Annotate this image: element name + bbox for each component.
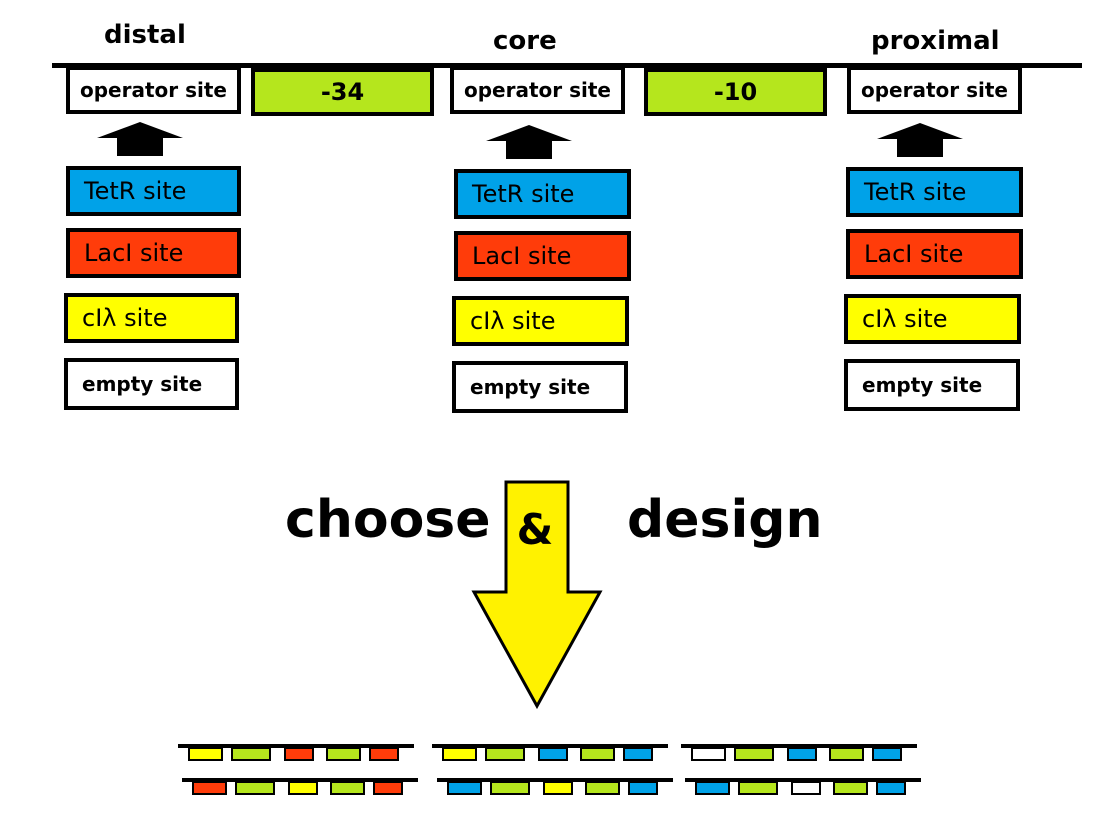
operator-site-proximal: operator site bbox=[847, 66, 1022, 114]
design-strand-line bbox=[681, 744, 917, 748]
design-site-promoter bbox=[485, 747, 525, 761]
design-site-promoter bbox=[231, 747, 271, 761]
down-arrow-icon bbox=[471, 480, 603, 710]
laci-site-distal: LacI site bbox=[66, 228, 241, 278]
design-strand-line bbox=[182, 778, 418, 782]
design-site-promoter bbox=[585, 781, 620, 795]
design-site-promoter bbox=[829, 747, 864, 761]
design-site-cilambda bbox=[288, 781, 318, 795]
ampersand-label: & bbox=[516, 505, 554, 554]
design-label: design bbox=[627, 490, 823, 550]
empty-site-core: empty site bbox=[452, 361, 628, 413]
design-site-empty bbox=[791, 781, 821, 795]
up-arrow-icon-core bbox=[486, 125, 572, 159]
design-site-promoter bbox=[330, 781, 365, 795]
design-site-tetr bbox=[447, 781, 482, 795]
operator-site-distal: operator site bbox=[66, 66, 241, 114]
operator-site-core: operator site bbox=[450, 66, 625, 114]
laci-site-proximal: LacI site bbox=[846, 229, 1023, 279]
cilambda-site-proximal: cIλ site bbox=[844, 294, 1021, 344]
up-arrow-icon-distal bbox=[97, 122, 183, 156]
design-strand-line bbox=[178, 744, 414, 748]
cilambda-site-core: cIλ site bbox=[452, 296, 629, 346]
design-site-tetr bbox=[628, 781, 658, 795]
design-site-cilambda bbox=[188, 747, 223, 761]
empty-site-proximal: empty site bbox=[844, 359, 1020, 411]
position-label-core: core bbox=[493, 26, 557, 56]
design-site-cilambda bbox=[442, 747, 477, 761]
design-site-promoter bbox=[490, 781, 530, 795]
laci-site-core: LacI site bbox=[454, 231, 631, 281]
design-site-tetr bbox=[872, 747, 902, 761]
design-strand-line bbox=[685, 778, 921, 782]
design-site-tetr bbox=[623, 747, 653, 761]
design-site-tetr bbox=[538, 747, 568, 761]
design-strand-line bbox=[432, 744, 668, 748]
design-site-promoter bbox=[833, 781, 868, 795]
position-label-distal: distal bbox=[104, 20, 186, 50]
empty-site-distal: empty site bbox=[64, 358, 239, 410]
up-arrow-icon-proximal bbox=[877, 123, 963, 157]
design-site-promoter bbox=[235, 781, 275, 795]
design-strand-line bbox=[437, 778, 673, 782]
design-site-laci bbox=[369, 747, 399, 761]
design-site-tetr bbox=[876, 781, 906, 795]
choose-label: choose bbox=[285, 490, 491, 550]
design-site-laci bbox=[284, 747, 314, 761]
design-site-promoter bbox=[734, 747, 774, 761]
design-site-tetr bbox=[695, 781, 730, 795]
position-label-proximal: proximal bbox=[871, 26, 1000, 56]
design-site-promoter bbox=[738, 781, 778, 795]
cilambda-site-distal: cIλ site bbox=[64, 293, 239, 343]
design-site-laci bbox=[373, 781, 403, 795]
promoter-backbone-line bbox=[52, 63, 1082, 68]
design-site-cilambda bbox=[543, 781, 573, 795]
design-site-tetr bbox=[787, 747, 817, 761]
design-site-promoter bbox=[326, 747, 361, 761]
tetr-site-distal: TetR site bbox=[66, 166, 241, 216]
design-site-empty bbox=[691, 747, 726, 761]
tetr-site-core: TetR site bbox=[454, 169, 631, 219]
tetr-site-proximal: TetR site bbox=[846, 167, 1023, 217]
design-site-laci bbox=[192, 781, 227, 795]
design-site-promoter bbox=[580, 747, 615, 761]
promoter-box-minus10: -10 bbox=[644, 68, 827, 116]
promoter-box-minus34: -34 bbox=[251, 68, 434, 116]
